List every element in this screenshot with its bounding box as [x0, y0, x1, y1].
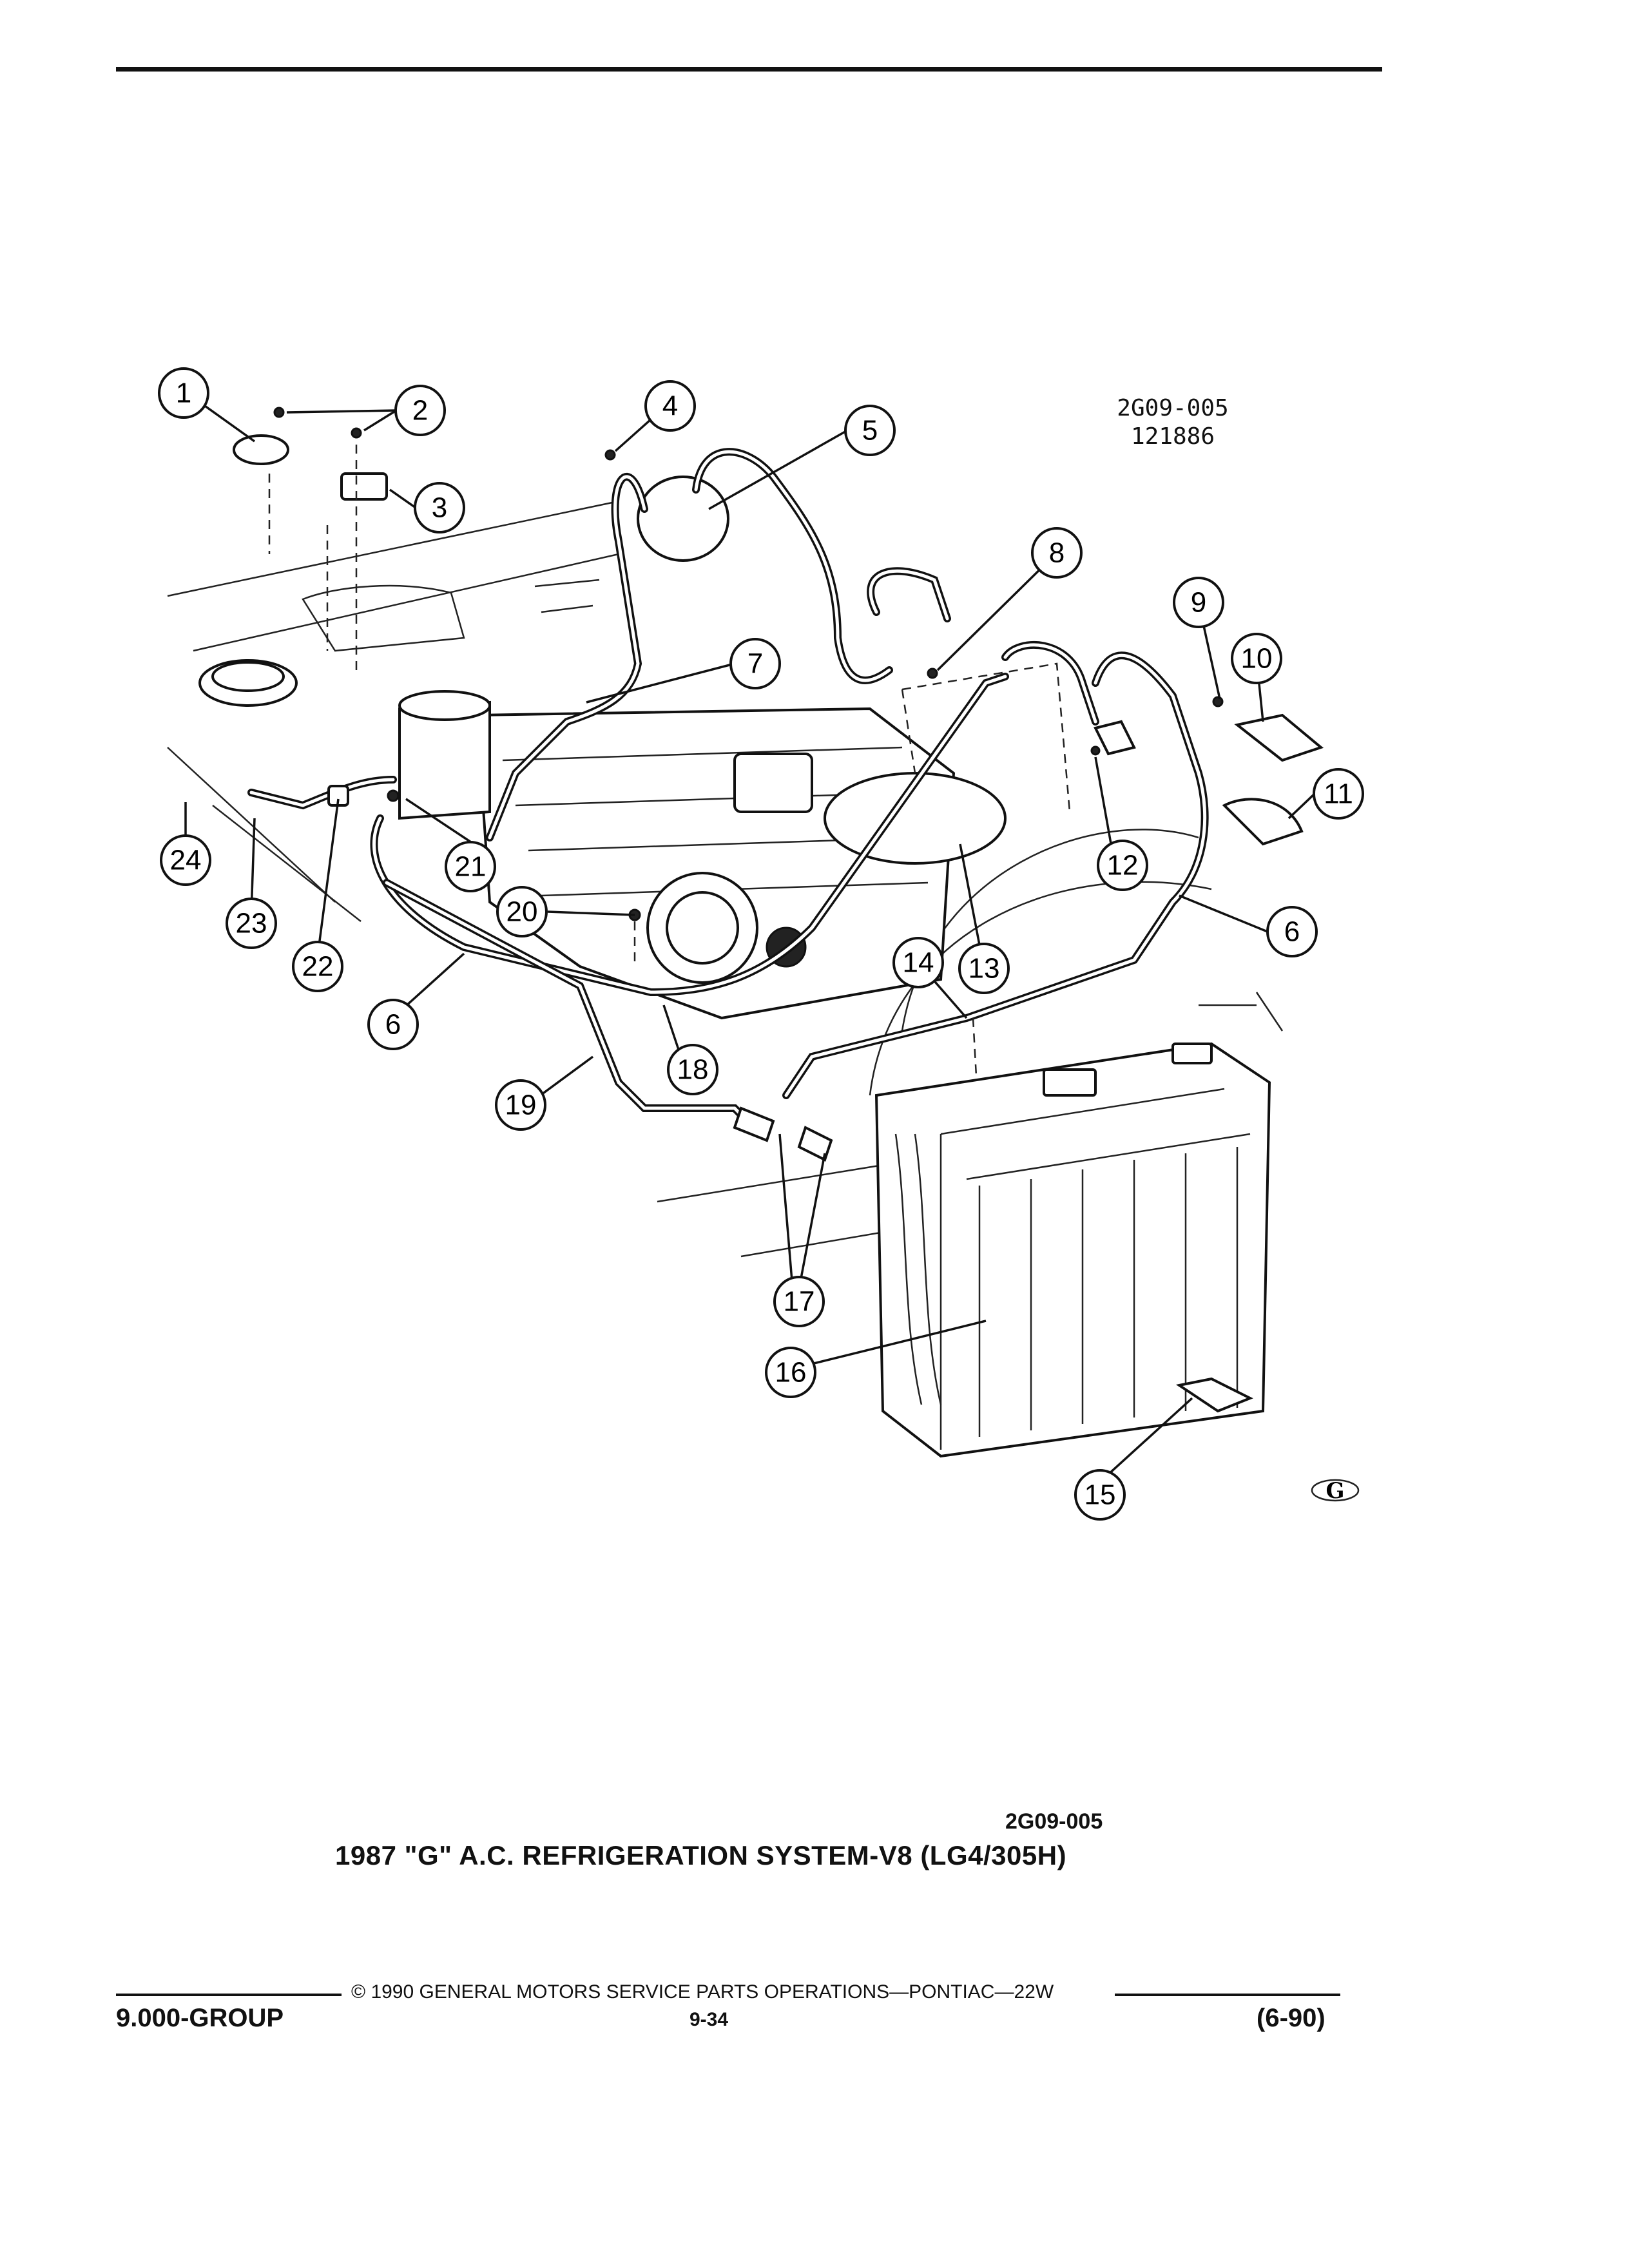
callout-2-label: 2	[412, 395, 428, 427]
callout-24-label: 24	[170, 845, 202, 876]
callout-22-label: 22	[302, 951, 334, 983]
callout-6-label: 6	[1284, 916, 1300, 948]
callout-15-label: 15	[1084, 1479, 1116, 1511]
caption-code: 2G09-005	[1005, 1809, 1103, 1834]
top-rule	[116, 67, 1382, 72]
callout-7-label: 7	[747, 648, 763, 680]
callout-17-label: 17	[784, 1286, 815, 1318]
diagram-code-block: 2G09-005 121886	[1095, 394, 1250, 451]
caption-title: 1987 "G" A.C. REFRIGERATION SYSTEM-V8 (L…	[335, 1840, 1067, 1870]
callout-18: 18	[667, 1044, 718, 1095]
callout-20: 20	[496, 886, 548, 937]
callout-3-label: 3	[432, 492, 447, 524]
diagram-serial: 121886	[1130, 423, 1215, 450]
air-cleaner	[198, 659, 491, 820]
callout-15: 15	[1074, 1469, 1126, 1521]
page-number: 9-34	[689, 2009, 729, 2030]
callout-16-label: 16	[775, 1357, 807, 1389]
small-parts	[233, 407, 1324, 1413]
revision-date: (6-90)	[1257, 2004, 1325, 2032]
callout-6: 6	[1266, 906, 1318, 957]
callout-13: 13	[958, 943, 1010, 994]
body-outline	[167, 501, 1284, 1258]
callout-6-second: 6	[367, 999, 419, 1050]
callout-23: 23	[226, 898, 277, 949]
footer-rule-left	[116, 1994, 342, 1996]
callout-9: 9	[1173, 577, 1224, 628]
callout-5-label: 5	[862, 415, 878, 447]
callout-11-label: 11	[1324, 778, 1353, 810]
callout-12: 12	[1097, 840, 1148, 891]
footer-rule-right	[1115, 1994, 1340, 1996]
callout-7: 7	[729, 638, 781, 689]
callout-20-label: 20	[506, 896, 538, 928]
insulator	[1222, 798, 1304, 846]
relay-bracket	[340, 472, 388, 501]
copyright-line: © 1990 GENERAL MOTORS SERVICE PARTS OPER…	[351, 1981, 1054, 2003]
condenser-fins	[978, 1147, 1239, 1437]
group-code: 9.000-GROUP	[116, 2004, 284, 2032]
callout-1-label: 1	[176, 378, 191, 409]
callout-8-label: 8	[1049, 537, 1065, 569]
callout-9-label: 9	[1191, 587, 1206, 619]
callout-6-second-label: 6	[385, 1009, 401, 1041]
callout-14: 14	[892, 937, 944, 988]
diagram-code: 2G09-005	[1117, 395, 1229, 421]
gm-logo-mark: G	[1311, 1478, 1360, 1504]
callout-11: 11	[1313, 768, 1364, 820]
callout-18-label: 18	[677, 1054, 709, 1086]
callout-19: 19	[495, 1079, 546, 1131]
callout-24: 24	[160, 834, 211, 886]
callout-17: 17	[773, 1276, 825, 1327]
callout-10: 10	[1231, 633, 1282, 684]
engine-block	[475, 707, 956, 1020]
callout-19-label: 19	[505, 1090, 537, 1121]
callout-4-label: 4	[662, 390, 678, 422]
callout-3: 3	[414, 482, 465, 533]
refrigerant-hoses	[247, 448, 1209, 1131]
callout-21: 21	[445, 841, 496, 892]
accumulator	[637, 476, 729, 562]
callout-5: 5	[844, 405, 896, 456]
callout-21-label: 21	[455, 851, 487, 883]
gm-logo-text: G	[1325, 1478, 1344, 1504]
grommet	[233, 434, 289, 465]
callout-13-label: 13	[969, 953, 1000, 985]
callout-14-label: 14	[903, 947, 934, 979]
callout-4: 4	[644, 380, 696, 432]
bracket	[1234, 713, 1324, 762]
callout-10-label: 10	[1241, 643, 1273, 675]
callout-12-label: 12	[1107, 850, 1139, 881]
callout-22: 22	[292, 941, 343, 992]
callout-2: 2	[394, 385, 446, 436]
callout-1: 1	[158, 367, 209, 419]
callout-23-label: 23	[236, 908, 267, 939]
pad	[1175, 1377, 1253, 1413]
callout-16: 16	[765, 1347, 816, 1398]
condenser	[874, 1042, 1271, 1458]
callout-8: 8	[1031, 527, 1083, 579]
